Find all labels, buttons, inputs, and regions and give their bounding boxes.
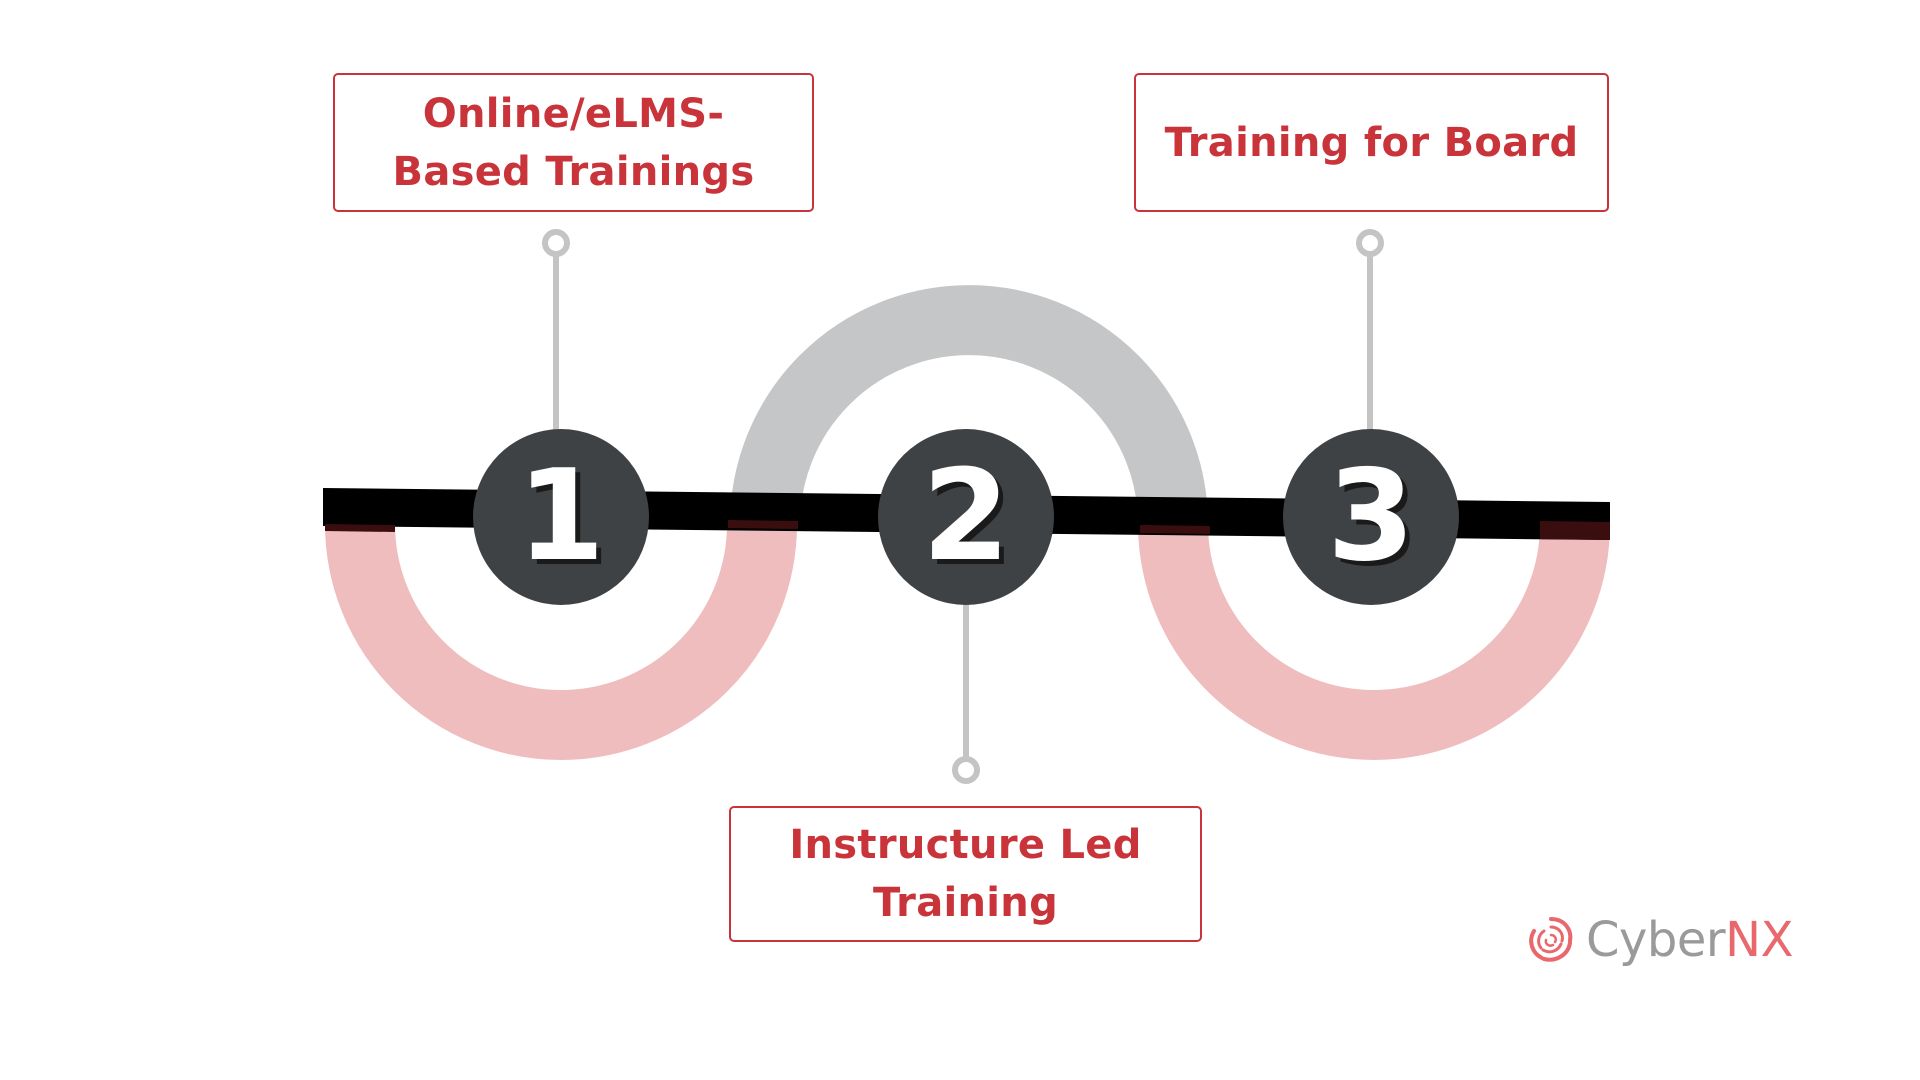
step-number-shadow-3: 3 — [1332, 447, 1420, 594]
step-circle-1 — [473, 429, 649, 605]
bar-arc-overlaps — [325, 520, 1610, 540]
gray-arc-middle — [730, 285, 1208, 525]
step-label-box-2: Instructure Led Training — [729, 806, 1202, 942]
brand-wordmark: CyberNX — [1586, 910, 1793, 970]
step-label-box-1: Online/eLMS- Based Trainings — [333, 73, 814, 212]
step-circle-3 — [1283, 429, 1459, 605]
step-label-box-3: Training for Board — [1134, 73, 1609, 212]
step-number-shadow-2: 2 — [927, 447, 1015, 594]
connector-dot-1 — [542, 229, 570, 257]
step-circle-2 — [878, 429, 1054, 605]
swirl-logo-icon — [1529, 917, 1573, 962]
step-number-3: 3 — [1327, 442, 1415, 589]
step-label-2: Instructure Led Training — [789, 822, 1142, 926]
connector-dot-3 — [1356, 229, 1384, 257]
step-number-1: 1 — [517, 442, 605, 589]
brand-logo: CyberNX — [1524, 910, 1793, 970]
connector-dot-2 — [952, 756, 980, 784]
pink-arc-right — [1138, 523, 1610, 760]
pink-arc-left — [325, 523, 797, 760]
brand-suffix: NX — [1725, 912, 1793, 968]
step-number-2: 2 — [922, 442, 1010, 589]
step-number-shadow-1: 1 — [522, 447, 610, 594]
step-label-1: Online/eLMS- Based Trainings — [392, 90, 755, 195]
step-label-3: Training for Board — [1164, 119, 1579, 166]
brand-prefix: Cyber — [1586, 912, 1726, 968]
